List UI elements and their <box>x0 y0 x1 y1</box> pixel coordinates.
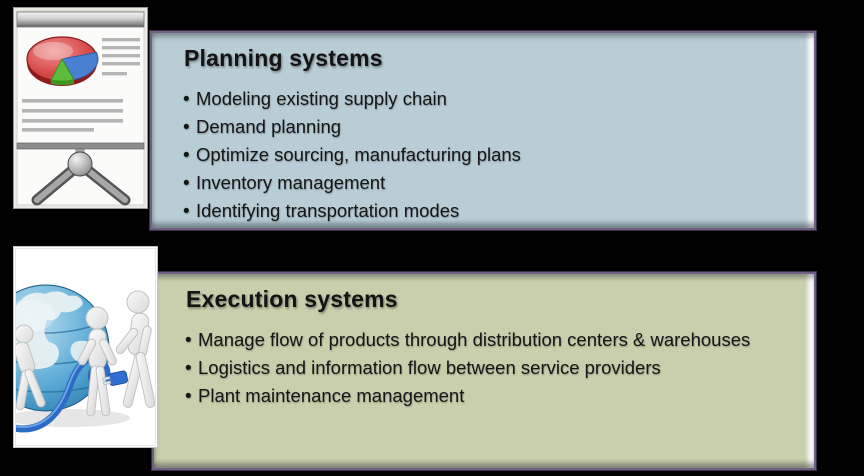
bullet-dot: • <box>185 330 192 351</box>
bullet-text: Identifying transportation modes <box>196 200 460 221</box>
planning-bullet-list: • Modeling existing supply chain • Demand … <box>152 85 814 225</box>
easel-stand <box>31 148 131 206</box>
bullet-dot: • <box>185 386 192 407</box>
execution-panel: Execution systems • Manage flow of produc… <box>152 272 816 470</box>
planning-panel: Planning systems • Modeling existing supp… <box>150 31 816 230</box>
list-item: • Optimize sourcing, manufacturing plans <box>152 141 814 169</box>
list-item: • Manage flow of products through distrib… <box>154 326 814 354</box>
list-item: • Modeling existing supply chain <box>152 85 814 113</box>
bullet-text: Logistics and information flow between s… <box>198 357 661 378</box>
execution-title: Execution systems <box>186 286 398 312</box>
text-lines-right <box>102 38 140 76</box>
text-lines-bottom <box>22 99 123 132</box>
globe-teamwork-image <box>13 246 158 448</box>
plug-icon <box>102 370 129 386</box>
bullet-text: Plant maintenance management <box>198 385 465 406</box>
pie-chart-icon <box>26 36 99 86</box>
bullet-dot: • <box>185 358 192 379</box>
figure-right <box>115 290 155 408</box>
continent-shape <box>16 291 83 370</box>
bullet-dot: • <box>183 117 190 138</box>
bullet-text: Optimize sourcing, manufacturing plans <box>196 144 521 165</box>
bullet-dot: • <box>183 173 190 194</box>
figure-middle <box>77 306 117 417</box>
list-item: • Logistics and information flow between … <box>154 354 814 382</box>
bullet-text: Modeling existing supply chain <box>196 88 447 109</box>
figure-left <box>16 324 46 411</box>
list-item: • Plant maintenance management <box>154 382 814 410</box>
bullet-dot: • <box>183 145 190 166</box>
planning-title: Planning systems <box>184 45 383 71</box>
list-item: • Identifying transportation modes <box>152 197 814 225</box>
flipchart-pie-chart-image <box>13 7 148 209</box>
bullet-text: Manage flow of products through distribu… <box>198 329 751 350</box>
bullet-dot: • <box>183 201 190 222</box>
bullet-dot: • <box>183 89 190 110</box>
execution-bullet-list: • Manage flow of products through distrib… <box>154 326 814 410</box>
list-item: • Demand planning <box>152 113 814 141</box>
bullet-text: Demand planning <box>196 116 342 137</box>
list-item: • Inventory management <box>152 169 814 197</box>
bullet-text: Inventory management <box>196 172 386 193</box>
